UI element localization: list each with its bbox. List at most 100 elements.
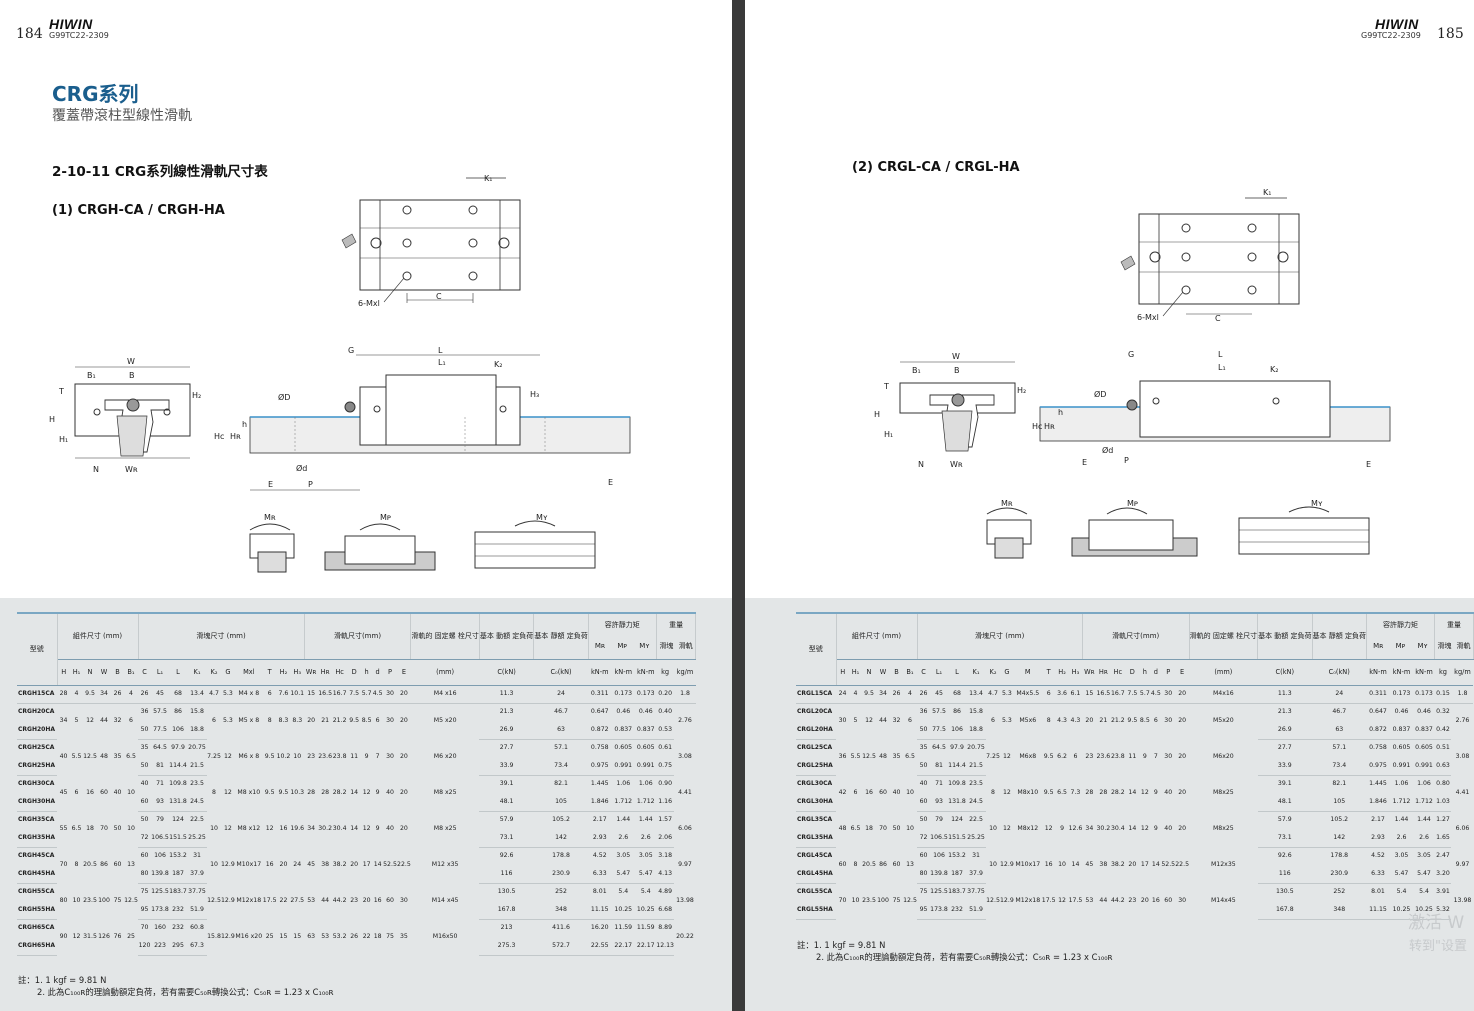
table-cell: 64.5: [153, 744, 167, 751]
table-cell: 86: [953, 708, 961, 715]
table-cell: 6: [1153, 717, 1158, 724]
table-cell: 38: [1099, 860, 1108, 868]
h3-label: H₃: [530, 390, 539, 399]
table-cell: 3.05: [638, 852, 653, 859]
table-cell: 40: [386, 824, 394, 832]
table-cell: 10: [210, 860, 218, 868]
table-cell: 252: [1333, 888, 1346, 895]
table-cell: 40: [113, 788, 122, 796]
table-cell: 0.46: [638, 708, 653, 715]
column-header: H₁: [849, 659, 862, 686]
model-name: CRGL30CA: [797, 780, 833, 788]
table-cell: 4.52: [592, 852, 607, 859]
table-cell: 130.5: [497, 888, 516, 895]
n-label: N: [93, 465, 99, 474]
table-cell: 20: [1175, 685, 1190, 704]
table-cell: 20: [1178, 752, 1187, 760]
table-cell: 15.8: [969, 708, 983, 715]
table-cell: 21.2: [332, 717, 347, 724]
table-cell: 6: [129, 717, 133, 724]
table-cell: 40: [386, 788, 394, 796]
table-cell: 5.7: [361, 685, 373, 704]
column-header: B: [890, 659, 903, 686]
table-cell: 5.47: [1389, 865, 1414, 884]
model-name: CRGL55CA: [797, 888, 833, 896]
h1-label: H₁: [884, 430, 893, 439]
table-cell: 26: [917, 685, 930, 704]
l1-label: L₁: [438, 358, 446, 367]
table-cell: 15: [1082, 685, 1097, 704]
table-cell: 57.9: [499, 816, 514, 823]
table-cell: 63: [307, 932, 316, 940]
header-my: Mʏ: [1417, 642, 1428, 651]
table-cell: 183.7: [948, 888, 966, 895]
table-cell: 40: [1164, 788, 1173, 796]
p-label: P: [308, 480, 313, 489]
table-cell: 0.605: [614, 744, 633, 751]
table-cell: 14: [1128, 788, 1137, 796]
table-cell: 5: [853, 717, 858, 724]
table-cell: 73.1: [1257, 829, 1313, 848]
table-cell: 12: [865, 717, 873, 724]
table-cell: 57.1: [554, 744, 568, 751]
table-cell: 105.2: [1330, 816, 1349, 823]
table-cell: 116: [1257, 865, 1313, 884]
mxl-label: 6-Mxl: [358, 299, 380, 308]
d-label: Ød: [1102, 445, 1113, 455]
table-cell: 45: [151, 685, 169, 704]
table-cell: 178.8: [1330, 852, 1349, 859]
table-cell: 0.46: [1394, 708, 1409, 715]
table-cell: 75: [386, 932, 394, 940]
table-cell: 24: [1312, 685, 1367, 704]
table-cell: 12.9: [221, 896, 235, 904]
hh-label: h: [242, 420, 247, 429]
column-header: L: [169, 659, 187, 686]
table-cell: 1.65: [1434, 829, 1452, 848]
table-cell: 30.4: [332, 824, 347, 832]
table-cell: 6: [991, 717, 995, 724]
table-cell: 30: [399, 896, 408, 904]
table-cell: 153.2: [948, 852, 966, 859]
table-cell: 16: [373, 896, 382, 904]
table-cell: 77.5: [151, 721, 169, 740]
column-header: K₂: [986, 659, 1000, 686]
table-cell: 4.3: [1057, 717, 1067, 724]
table-cell: 80: [59, 896, 68, 904]
table-cell: 275.3: [479, 937, 534, 956]
table-cell: 13.4: [966, 685, 986, 704]
e-right-label: E: [608, 478, 613, 487]
table-cell: 16: [265, 860, 274, 868]
table-cell: 23.5: [190, 780, 204, 787]
table-cell: 151.5: [948, 829, 966, 848]
header-mp: Mᴘ: [617, 642, 628, 651]
model-name: CRGL25HA: [796, 757, 836, 776]
table-cell: 12: [1002, 824, 1011, 832]
doc-code: G99TC22-2309: [49, 31, 109, 40]
column-header: W: [97, 659, 111, 686]
table-cell: 26: [138, 685, 151, 704]
table-cell: 30: [838, 717, 847, 724]
table-cell: 12: [223, 752, 232, 760]
table-cell: 10: [989, 860, 997, 868]
table-cell: 10.1: [290, 685, 305, 704]
table-cell: 187: [948, 865, 966, 884]
table-cell: M4x5.5: [1013, 685, 1042, 704]
table-cell: 11.59: [614, 924, 633, 931]
table-cell: 23.8: [332, 752, 347, 760]
table-cell: 3.18: [658, 852, 673, 859]
table-cell: 6.1: [1068, 685, 1083, 704]
table-cell: 5.47: [635, 865, 657, 884]
table-cell: 6.5: [71, 824, 82, 832]
table-cell: 8: [991, 788, 995, 796]
table-cell: 25.25: [187, 829, 207, 848]
table-cell: 79: [156, 816, 164, 823]
table-cell: 80: [917, 865, 930, 884]
column-header: M: [1013, 659, 1042, 686]
table-cell: 70: [879, 824, 887, 832]
column-header: Wʀ: [304, 659, 319, 686]
column-header: kN-m: [588, 659, 612, 686]
table-cell: 12.5: [83, 752, 97, 760]
activation-watermark: 激活 W: [1408, 913, 1465, 933]
